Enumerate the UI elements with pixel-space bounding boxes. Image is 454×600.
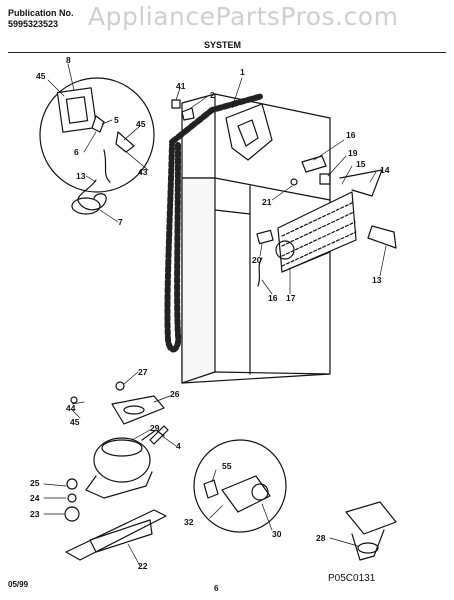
callout-4: 4 [176,441,181,451]
power-cord [71,179,107,215]
section-title: SYSTEM [204,40,242,50]
callout-41: 41 [176,81,186,91]
base-bracket [65,509,167,561]
callout-16-top: 16 [346,130,356,140]
callout-2: 2 [210,90,215,100]
callout-15: 15 [356,159,366,169]
screw-44 [70,396,78,404]
grommet-27 [115,381,125,391]
drain-tube [257,257,263,287]
thermostat-detail-circle [39,77,155,193]
callout-45-bottom: 45 [70,417,80,427]
callout-44: 44 [66,403,76,413]
figure-code: P05C0131 [328,573,376,584]
clip-41 [171,99,181,109]
callout-25: 25 [30,478,40,488]
heat-exchanger [225,103,273,161]
part-18 [301,155,327,173]
evaporator-cover [339,169,383,197]
callout-7: 7 [118,217,123,227]
condenser-tubing [164,93,265,353]
overload-4 [149,425,169,445]
callout-26: 26 [170,389,180,399]
callout-13-right: 13 [372,275,382,285]
callout-8: 8 [66,55,71,65]
callout-27: 27 [138,367,148,377]
callout-45-top: 45 [36,71,46,81]
page-number: 6 [214,584,219,593]
callout-14: 14 [380,165,390,175]
callout-22: 22 [138,561,148,571]
callout-16-bottom: 16 [268,293,278,303]
part-20 [256,229,274,245]
publication-label: Publication No. [8,8,74,18]
evaporator-coil [275,191,357,273]
callout-6: 6 [74,147,79,157]
header-rule [8,52,446,53]
callout-23: 23 [30,509,40,519]
callout-43: 43 [138,167,148,177]
grommets-23-25 [64,478,80,522]
callout-20: 20 [252,255,262,265]
callout-32: 32 [184,517,194,527]
relay-detail-circle [193,439,287,533]
callout-55: 55 [222,461,232,471]
drain-pan-assembly [345,501,397,561]
callout-24: 24 [30,493,40,503]
callout-5: 5 [114,115,119,125]
callout-29: 29 [150,423,160,433]
compressor-pan [111,395,165,425]
defrost-heater [367,225,397,249]
callout-21: 21 [262,197,272,207]
callout-13-left: 13 [76,171,86,181]
watermark: AppliancePartsPros.com [88,2,399,31]
screw-21 [290,178,298,186]
callout-17: 17 [286,293,296,303]
callout-28: 28 [316,533,326,543]
refrigerator-cabinet [181,93,331,384]
callout-1: 1 [240,67,245,77]
footer-date: 05/99 [8,580,29,589]
callout-45-mid: 45 [136,119,146,129]
compressor [85,429,165,499]
leader-lines [43,63,387,567]
publication-number: 5995323523 [8,19,59,29]
part-19 [319,173,331,185]
callout-19: 19 [348,148,358,158]
callout-30: 30 [272,529,282,539]
